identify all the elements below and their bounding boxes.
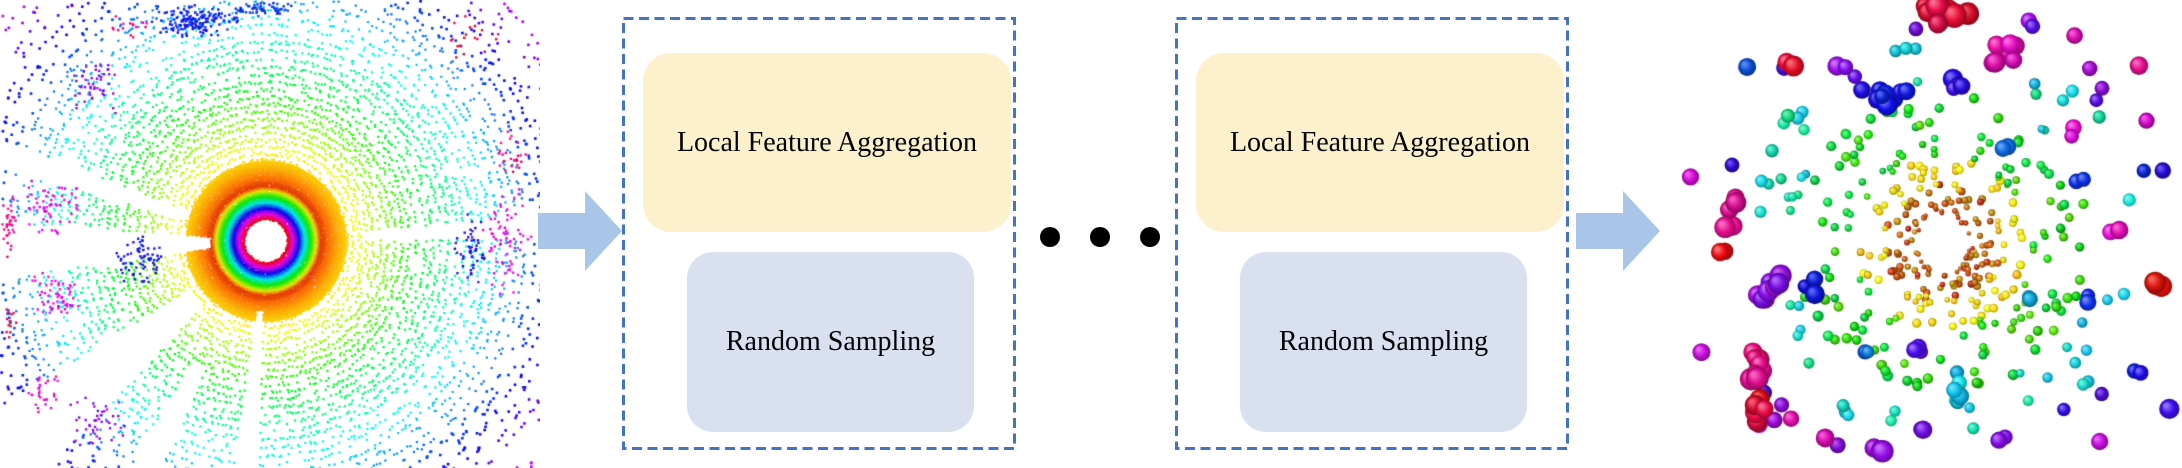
random-sampling-label: Random Sampling — [1278, 326, 1489, 357]
arrow-right-icon — [538, 191, 622, 271]
local-feature-aggregation-block: Local Feature Aggregation — [643, 53, 1011, 232]
ellipsis-dots — [1040, 227, 1160, 247]
ellipsis-dot — [1040, 227, 1060, 247]
ellipsis-dot — [1090, 227, 1110, 247]
random-sampling-block: Random Sampling — [1240, 252, 1527, 432]
local-feature-aggregation-label: Local Feature Aggregation — [676, 126, 978, 158]
encoder-stage-1: Local Feature Aggregation Random Samplin… — [622, 17, 1016, 450]
sparse-point-cloud-image — [1660, 0, 2182, 468]
local-feature-aggregation-block: Local Feature Aggregation — [1196, 53, 1564, 232]
arrow-right-shape — [1576, 191, 1660, 271]
random-sampling-label: Random Sampling — [725, 326, 936, 357]
arrow-right-icon — [1576, 191, 1660, 271]
dashed-rect — [1175, 17, 1569, 450]
arrow-right-shape — [538, 191, 622, 271]
random-sampling-block: Random Sampling — [687, 252, 974, 432]
ellipsis-dot — [1140, 227, 1160, 247]
stage-dashed-border — [1175, 17, 1569, 450]
dashed-rect — [622, 17, 1016, 450]
local-feature-aggregation-label: Local Feature Aggregation — [1229, 126, 1531, 158]
dense-point-cloud-image — [0, 0, 540, 468]
stage-dashed-border — [622, 17, 1016, 450]
encoder-stage-2: Local Feature Aggregation Random Samplin… — [1175, 17, 1569, 450]
